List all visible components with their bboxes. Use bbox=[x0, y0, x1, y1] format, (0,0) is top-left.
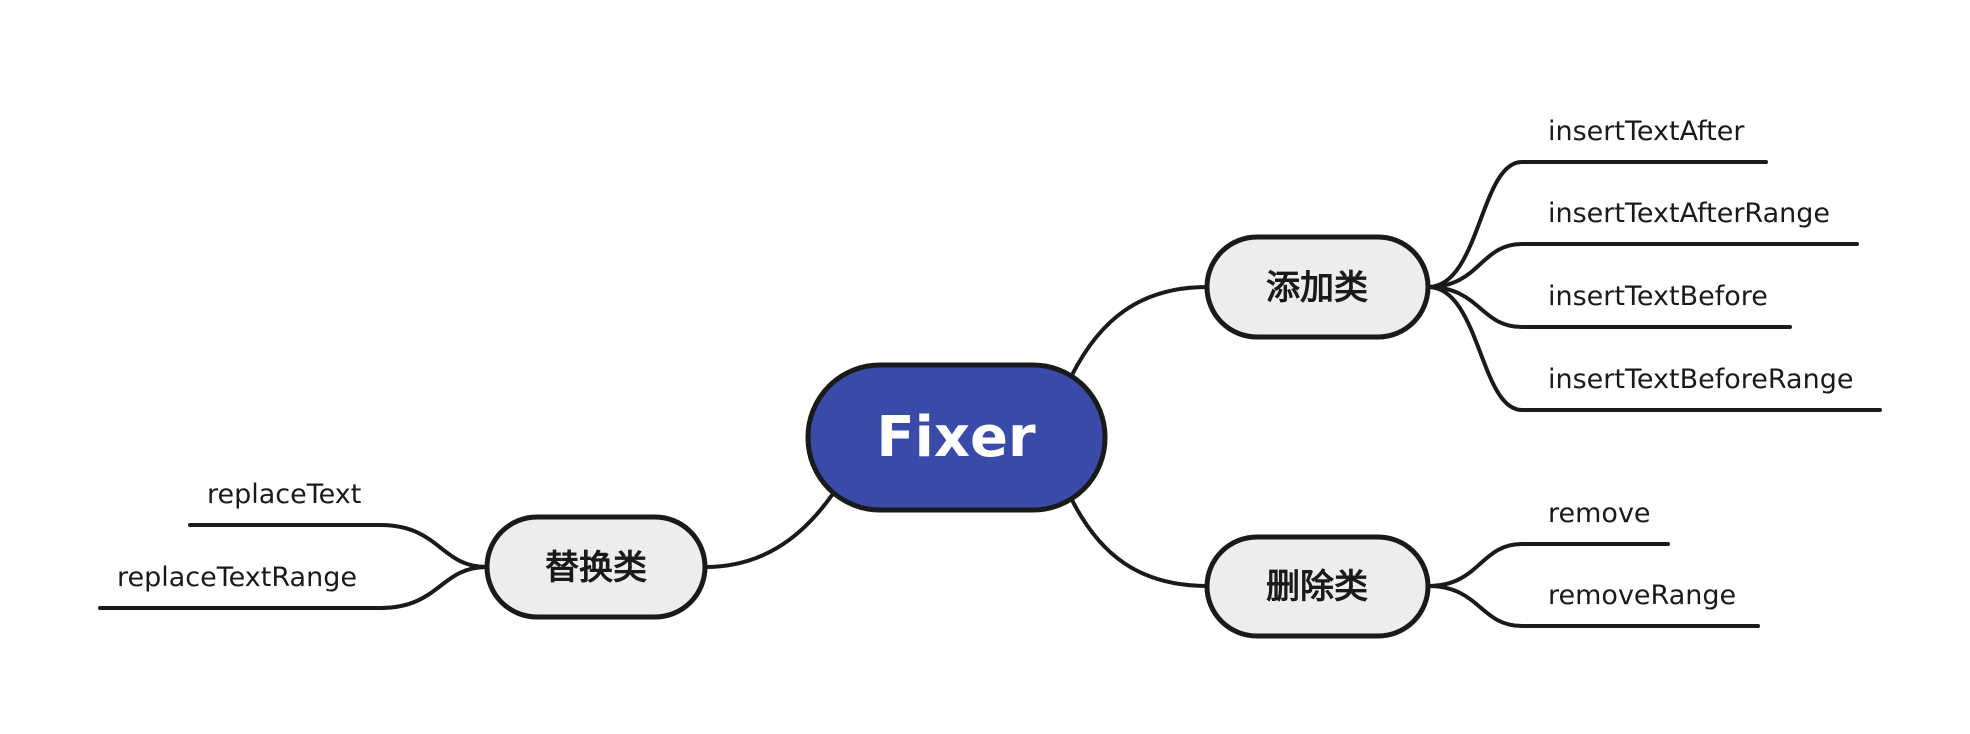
leaf-remove[interactable]: remove bbox=[1548, 498, 1651, 529]
connector-replace-leaf-0 bbox=[188, 523, 489, 569]
leaf-replaceText[interactable]: replaceText bbox=[207, 479, 361, 510]
connector-root-add bbox=[1070, 285, 1209, 377]
branch-node-remove[interactable]: 删除类 bbox=[1204, 534, 1431, 639]
leaf-insertTextBefore[interactable]: insertTextBefore bbox=[1548, 281, 1768, 312]
branch-label-add: 添加类 bbox=[1266, 268, 1368, 308]
branch-label-remove: 删除类 bbox=[1266, 567, 1368, 607]
connector-root-replace bbox=[703, 493, 834, 569]
leaf-removeRange[interactable]: removeRange bbox=[1548, 580, 1736, 611]
connector-add-leaf-1 bbox=[1426, 242, 1859, 289]
leaf-insertTextBeforeRange[interactable]: insertTextBeforeRange bbox=[1548, 364, 1853, 395]
root-node[interactable]: Fixer bbox=[805, 362, 1108, 513]
leaf-replaceTextRange[interactable]: replaceTextRange bbox=[117, 562, 357, 593]
branch-label-replace: 替换类 bbox=[545, 548, 647, 588]
connector-add-leaf-3 bbox=[1426, 285, 1882, 412]
branch-node-add[interactable]: 添加类 bbox=[1204, 234, 1431, 340]
connector-root-remove bbox=[1070, 498, 1209, 588]
leaf-insertTextAfter[interactable]: insertTextAfter bbox=[1548, 116, 1745, 147]
connector-add-leaf-2 bbox=[1426, 285, 1792, 329]
root-label: Fixer bbox=[876, 405, 1036, 470]
leaf-insertTextAfterRange[interactable]: insertTextAfterRange bbox=[1548, 198, 1830, 229]
branch-node-replace[interactable]: 替换类 bbox=[484, 514, 708, 620]
connector-add-leaf-0 bbox=[1426, 160, 1768, 289]
connector-remove-leaf-1 bbox=[1426, 584, 1760, 628]
connector-replace-leaf-1 bbox=[98, 565, 489, 610]
connector-remove-leaf-0 bbox=[1426, 542, 1670, 588]
